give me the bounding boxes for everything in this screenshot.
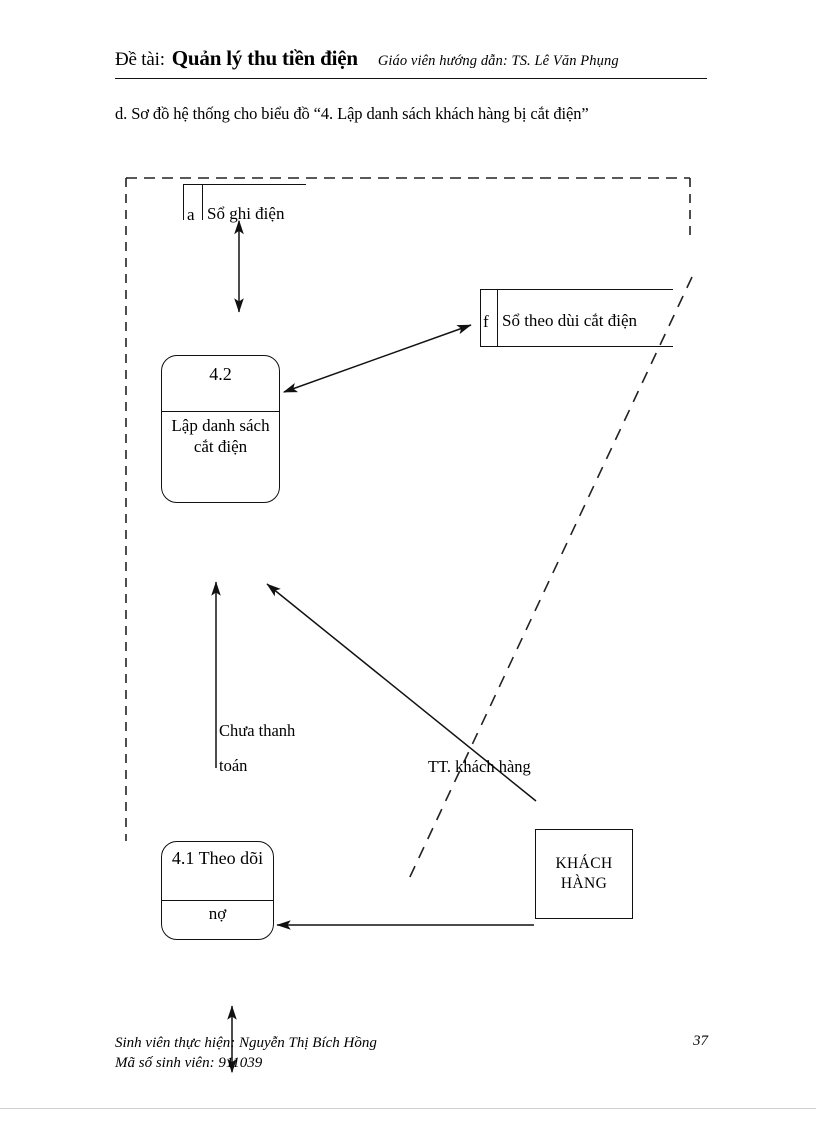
store-f-name: Sổ theo dùi cắt điện [502,311,638,330]
process-4-1-name: nợ [208,904,227,923]
store-a-key: a [187,205,195,224]
flow-customer-info-diagonal [266,583,537,802]
page-number: 37 [693,1033,708,1049]
store-a-top-line [183,184,306,185]
data-store-a[interactable]: a Sổ ghi điện [183,184,306,224]
store-a-left-line [183,184,184,220]
store-f-separator [497,289,498,347]
store-a-name: Sổ ghi điện [207,204,285,223]
header-topic-title: Quản lý thu tiền điện [171,46,358,70]
page-footer: Sinh viên thực hiện: Nguyễn Thị Bích Hồn… [115,1033,377,1074]
process-4-1-divider [162,900,273,901]
boundary-diagonal-dashed [407,276,693,882]
process-4-2-name: Lập danh sách cắt điện [171,416,270,456]
external-entity-customer[interactable]: KHÁCH HÀNG [535,829,633,919]
flow-label-unpaid-line1: Chưa thanh [219,721,296,740]
footer-student-name: Sinh viên thực hiện: Nguyễn Thị Bích Hồn… [115,1035,377,1051]
flow-process-42-to-store-f [282,324,472,393]
section-subtitle: d. Sơ đồ hệ thống cho biểu đồ “4. Lập da… [115,104,589,123]
data-store-f[interactable]: f Sổ theo dùi cắt điện [480,289,673,347]
store-f-top-line [480,289,673,290]
external-entity-customer-label: KHÁCH HÀNG [555,855,613,892]
store-a-separator [202,184,203,220]
flow-label-customer-info: TT. khách hàng [428,757,531,776]
header-advisor: Giáo viên hướng dẫn: TS. Lê Văn Phụng [377,53,619,69]
header-rule [115,78,707,79]
process-4-2-number: 4.2 [209,364,232,384]
header-topic-label: Đề tài: [115,49,165,70]
page-header: Đề tài: Quản lý thu tiền điện Giáo viên … [115,46,705,78]
flow-label-unpaid-line2: toán [219,756,248,775]
store-f-bottom-line [480,346,673,347]
process-node-4-1[interactable]: 4.1 Theo dõi nợ [161,841,274,940]
process-node-4-2[interactable]: 4.2 Lập danh sách cắt điện [161,355,280,503]
process-4-2-divider [162,411,279,412]
process-4-1-number: 4.1 Theo dõi [171,848,264,868]
footer-student-id: Mã số sinh viên: 911039 [115,1055,263,1072]
page-bottom-edge [0,1108,816,1109]
store-f-key: f [483,312,489,331]
store-f-left-line [480,289,481,347]
